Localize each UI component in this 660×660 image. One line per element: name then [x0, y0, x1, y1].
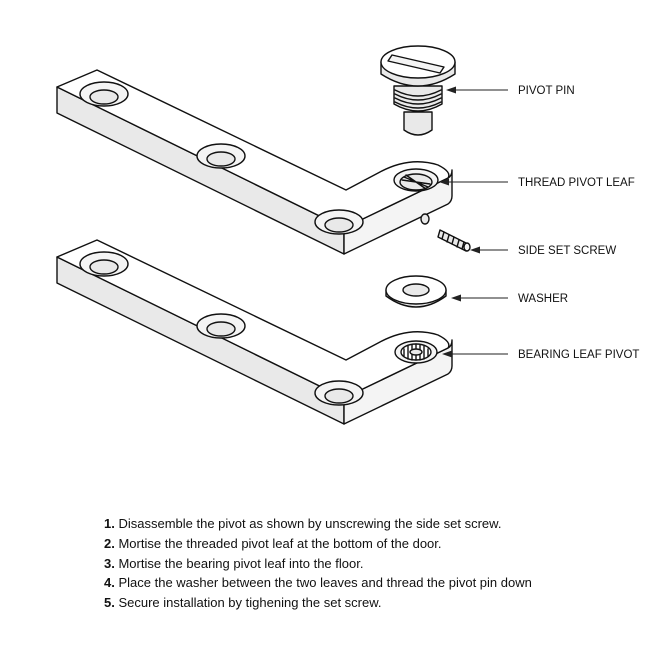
pivot-pin-label: PIVOT PIN [518, 85, 575, 97]
washer [385, 275, 447, 308]
label-thread-pivot-leaf: THREAD PIVOT LEAF [439, 177, 635, 189]
pivot-hinge-exploded-diagram: PIVOT PIN THREAD PIVOT LEAF SIDE SET SCR… [56, 45, 639, 425]
bearing-leaf-pivot [56, 239, 453, 425]
step-item: 5. Secure installation by tighening the … [104, 593, 624, 613]
step-number: 2. [104, 535, 115, 551]
step-number: 4. [104, 575, 115, 591]
bearing-leaf-pivot-label: BEARING LEAF PIVOT [518, 349, 639, 361]
step-number: 3. [104, 555, 115, 571]
thread-pivot-leaf-label: THREAD PIVOT LEAF [518, 177, 635, 189]
step-item: 1. Disassemble the pivot as shown by uns… [104, 514, 624, 534]
label-bearing-leaf-pivot: BEARING LEAF PIVOT [442, 349, 639, 361]
installation-steps: 1. Disassemble the pivot as shown by uns… [104, 514, 624, 613]
label-pivot-pin: PIVOT PIN [446, 85, 575, 97]
thread-pivot-leaf [56, 69, 453, 255]
label-side-set-screw: SIDE SET SCREW [470, 245, 616, 257]
pivot-pin [380, 45, 456, 136]
step-item: 2. Mortise the threaded pivot leaf at th… [104, 534, 624, 554]
side-set-screw [437, 229, 471, 252]
step-number: 1. [104, 516, 115, 531]
step-text: Secure installation by tighening the set… [118, 595, 382, 611]
step-item: 4. Place the washer between the two leav… [104, 573, 624, 593]
step-text: Disassemble the pivot as shown by unscre… [118, 516, 502, 531]
step-text: Mortise the bearing pivot leaf into the … [118, 555, 364, 571]
step-number: 5. [104, 595, 115, 611]
step-text: Place the washer between the two leaves … [118, 575, 532, 591]
label-washer: WASHER [451, 293, 568, 305]
step-text: Mortise the threaded pivot leaf at the b… [118, 535, 442, 551]
side-set-screw-label: SIDE SET SCREW [518, 245, 616, 257]
washer-label: WASHER [518, 293, 568, 305]
step-item: 3. Mortise the bearing pivot leaf into t… [104, 554, 624, 574]
